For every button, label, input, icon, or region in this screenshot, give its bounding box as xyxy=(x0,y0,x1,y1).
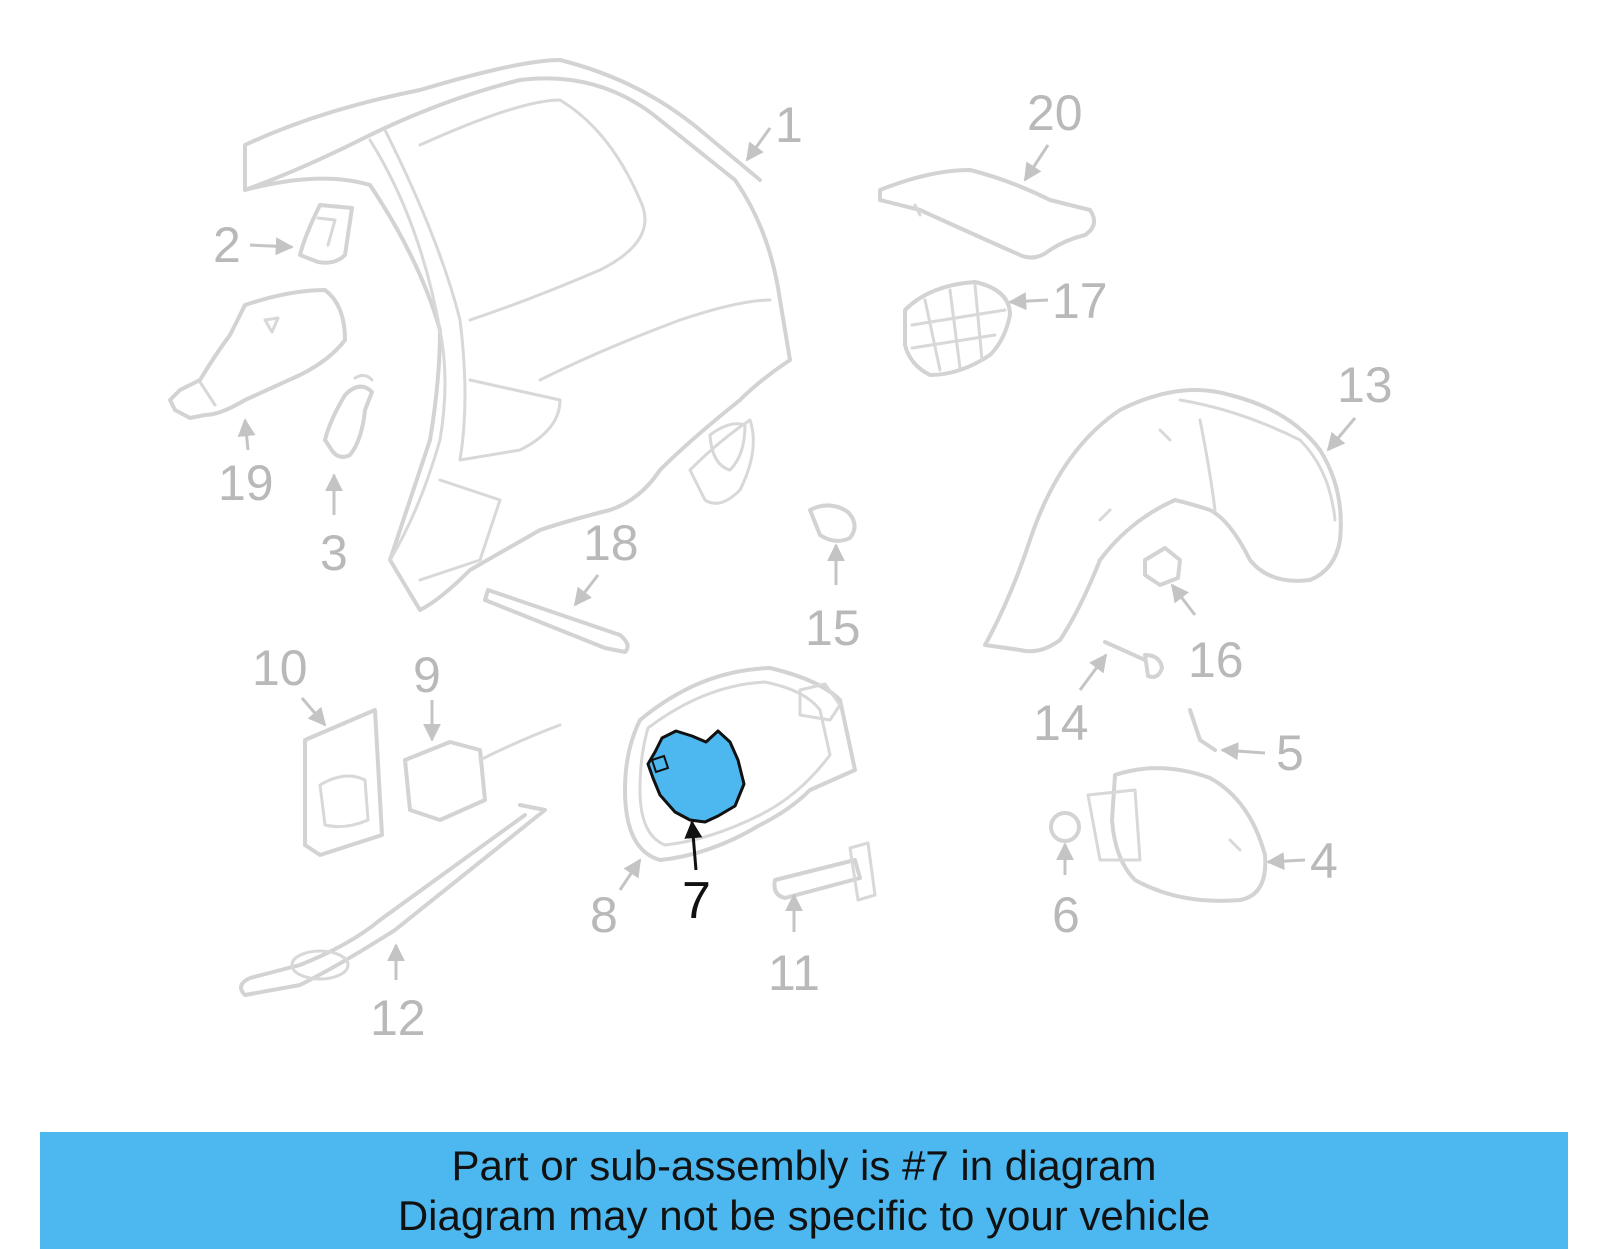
callout-15: 15 xyxy=(805,600,861,656)
callout-6: 6 xyxy=(1052,887,1080,943)
callout-20: 20 xyxy=(1027,85,1083,141)
callout-13: 13 xyxy=(1337,357,1393,413)
quarter-panel-part xyxy=(243,58,792,612)
spring-part-5 xyxy=(1188,708,1217,752)
fuel-pocket-housing-part-8 xyxy=(623,666,857,862)
callout-14: 14 xyxy=(1033,695,1089,751)
callout-12: 12 xyxy=(370,990,426,1046)
clip-part-3 xyxy=(323,373,374,459)
actuator-part-9 xyxy=(403,723,562,822)
callout-17: 17 xyxy=(1052,273,1108,329)
callout-8: 8 xyxy=(590,887,618,943)
fuel-door-part-4 xyxy=(1086,766,1268,903)
cable-part-12 xyxy=(239,803,547,997)
pad-part-20 xyxy=(878,168,1096,260)
callout-11: 11 xyxy=(768,945,820,1001)
bracket-part-10 xyxy=(303,708,384,857)
callout-10: 10 xyxy=(252,640,308,696)
clip-part-15 xyxy=(808,503,857,543)
nut-part-16 xyxy=(1143,546,1182,587)
callout-3: 3 xyxy=(320,525,348,581)
screw-part-14 xyxy=(1103,640,1164,679)
fuel-filler-housing-part-7 xyxy=(646,729,746,824)
callout-5: 5 xyxy=(1276,725,1304,781)
vent-part-17 xyxy=(903,280,1012,377)
parts-diagram: 1 2 3 4 5 6 7 8 9 10 11 12 13 14 15 16 1… xyxy=(168,58,1393,1046)
wheel-liner-part-13 xyxy=(983,388,1343,654)
callout-1: 1 xyxy=(775,97,803,153)
callout-9: 9 xyxy=(413,647,441,703)
callout-4: 4 xyxy=(1310,833,1338,889)
bracket-part-2 xyxy=(298,203,354,265)
callout-19: 19 xyxy=(218,455,274,511)
plug-part-6 xyxy=(1049,811,1081,843)
leader-lines xyxy=(237,127,1357,980)
pin-part-11 xyxy=(772,841,877,902)
callout-18: 18 xyxy=(583,515,639,571)
callout-2: 2 xyxy=(213,217,241,273)
banner-line-disclaimer: Diagram may not be specific to your vehi… xyxy=(397,1191,1211,1239)
banner-line-part-info: Part or sub-assembly is #7 in diagram xyxy=(451,1141,1157,1189)
info-banner: Part or sub-assembly is #7 in diagram Di… xyxy=(40,1132,1568,1249)
filler-housing-part-19 xyxy=(168,288,347,420)
strip-part-18 xyxy=(483,588,630,654)
callout-7: 7 xyxy=(682,872,711,930)
callout-16: 16 xyxy=(1188,632,1244,688)
